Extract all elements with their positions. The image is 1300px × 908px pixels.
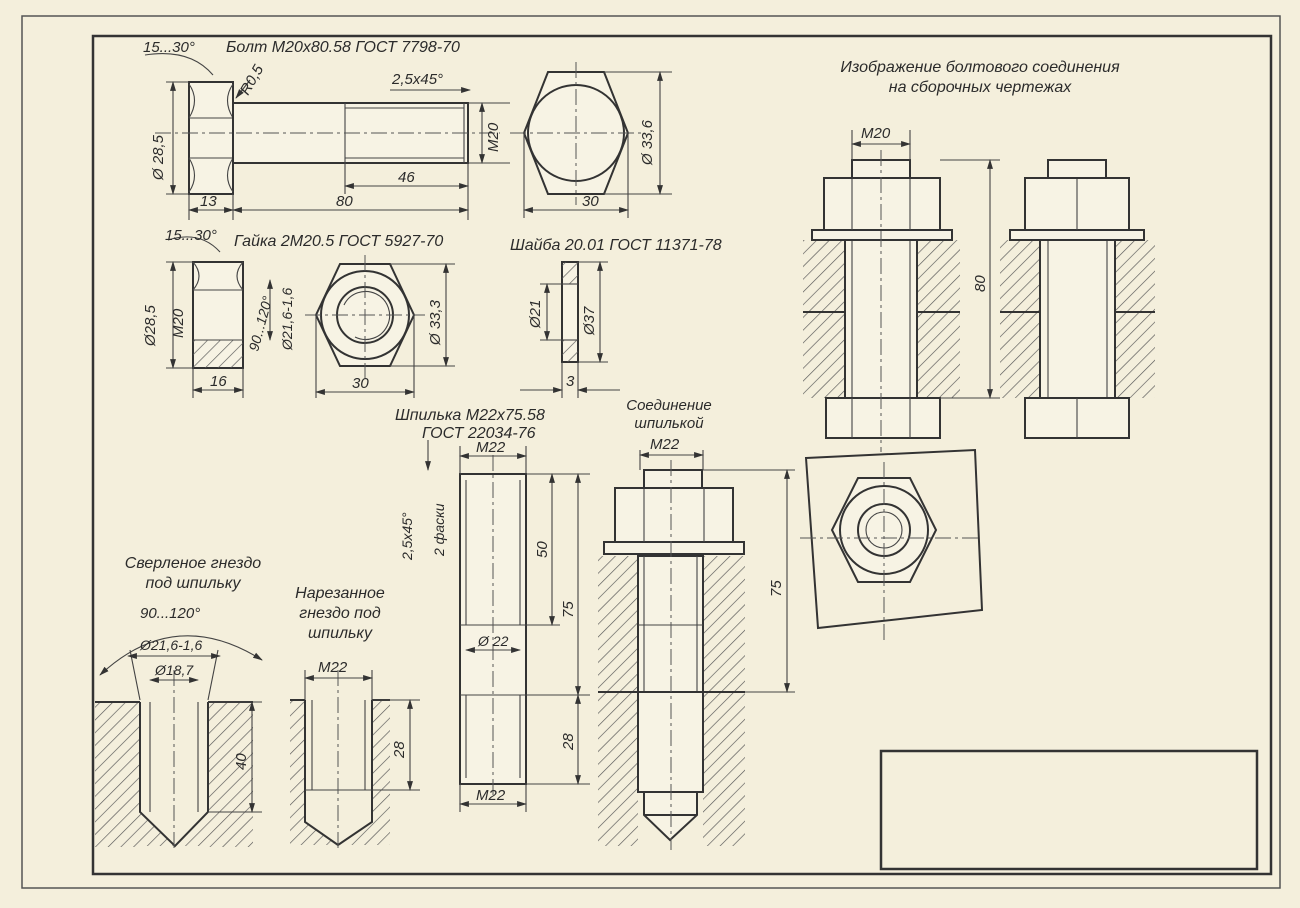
bolt-dimensions	[144, 53, 510, 220]
drilled-angle-label: 90...120°	[140, 605, 200, 622]
threaded-thread-label: М22	[318, 659, 348, 676]
drilled-diameter-1-label: Ø21,6-1,6	[139, 637, 202, 653]
bolt-chamfer-label: 2,5x45°	[391, 71, 443, 88]
bolt-title: Болт М20х80.58 ГОСТ 7798-70	[226, 39, 460, 56]
stud-connection-title-line-2: шпилькой	[634, 415, 704, 432]
stud-connection-length-label: 75	[768, 580, 785, 597]
threaded-depth-label: 28	[391, 741, 408, 759]
bolt-assembly-side-view	[1000, 159, 1155, 439]
drilled-title-line-1: Сверленое гнездо	[125, 555, 261, 572]
assembly-thread-label: М20	[861, 125, 891, 142]
nut-countersink-diameter-label: Ø21,6-1,6	[279, 288, 295, 351]
bolt-thread-length-label: 46	[398, 169, 415, 186]
stud-chamfer-label: 2,5x45°	[399, 512, 415, 561]
drilled-diameter-2-label: Ø18,7	[154, 662, 194, 678]
nut-side-view	[166, 236, 273, 398]
title-block	[879, 749, 1259, 871]
stud-connection-thread-label: М22	[650, 436, 680, 453]
bolt-hex-view	[510, 62, 672, 218]
outer-frame	[21, 15, 1281, 889]
inner-frame	[91, 34, 1273, 876]
washer-inner-diameter-label: Ø21	[527, 300, 544, 329]
assembly-title-line-1: Изображение болтового соединения	[840, 59, 1120, 76]
bolt-radius-label: R0,5	[237, 61, 268, 98]
nut-thread-label: М20	[170, 308, 187, 338]
assembly-title-line-2: на сборочных чертежах	[889, 79, 1072, 96]
washer-section	[520, 261, 620, 398]
stud-connection-title-line-1: Соединение	[626, 397, 712, 414]
drilled-hole-view	[95, 635, 263, 850]
bolt-side-view	[155, 81, 500, 195]
nut-countersink-angle-label: 90...120°	[245, 294, 275, 353]
bolt-diameter-label: Ø 28,5	[150, 134, 167, 181]
assembly-length-label: 80	[972, 275, 989, 292]
washer-thickness-label: 3	[566, 373, 575, 390]
drilled-title-line-2: под шпильку	[146, 575, 242, 592]
stud-title-line-1: Шпилька М22х75.58	[395, 407, 545, 424]
stud-connection-view	[598, 450, 795, 850]
threaded-hole-view	[290, 670, 420, 850]
stud-50-label: 50	[534, 541, 551, 558]
washer-outer-diameter-label: Ø37	[581, 306, 598, 336]
nut-height-label: 16	[210, 373, 227, 390]
stud-28-label: 28	[560, 733, 577, 751]
bolt-head-height-label: 13	[200, 193, 217, 210]
bolt-angle-label: 15...30°	[143, 39, 195, 56]
nut-hex-view	[305, 255, 455, 398]
bolt-hex-width-label: 30	[582, 193, 599, 210]
bolt-hex-diameter-label: Ø 33,6	[639, 119, 656, 166]
nut-hex-diameter-label: Ø 33,3	[427, 299, 444, 346]
stud-75-label: 75	[560, 601, 577, 618]
stud-top-thread-label: М22	[476, 439, 506, 456]
nut-diameter-label: Ø28,5	[142, 304, 159, 347]
bolt-assembly-front-view	[803, 130, 1000, 452]
bolt-length-label: 80	[336, 193, 353, 210]
nut-title: Гайка 2М20.5 ГОСТ 5927-70	[234, 233, 443, 250]
nut-hex-width-label: 30	[352, 375, 369, 392]
stud-diameter-label: Ø 22	[477, 633, 509, 649]
stud-view	[425, 440, 590, 812]
threaded-title-line-3: шпильку	[308, 625, 373, 642]
bolt-thread-label: М20	[485, 122, 502, 152]
drilled-depth-label: 40	[233, 753, 250, 770]
stud-chamfer-note-label: 2 фаски	[431, 503, 447, 557]
stud-bottom-thread-label: М22	[476, 787, 506, 804]
nut-angle-label: 15...30°	[165, 227, 217, 244]
washer-title: Шайба 20.01 ГОСТ 11371-78	[510, 237, 722, 254]
bolt-assembly-top-view	[800, 448, 984, 640]
stud-title-line-2: ГОСТ 22034-76	[422, 425, 536, 442]
threaded-title-line-1: Нарезанное	[295, 585, 385, 602]
threaded-title-line-2: гнездо под	[299, 605, 381, 622]
